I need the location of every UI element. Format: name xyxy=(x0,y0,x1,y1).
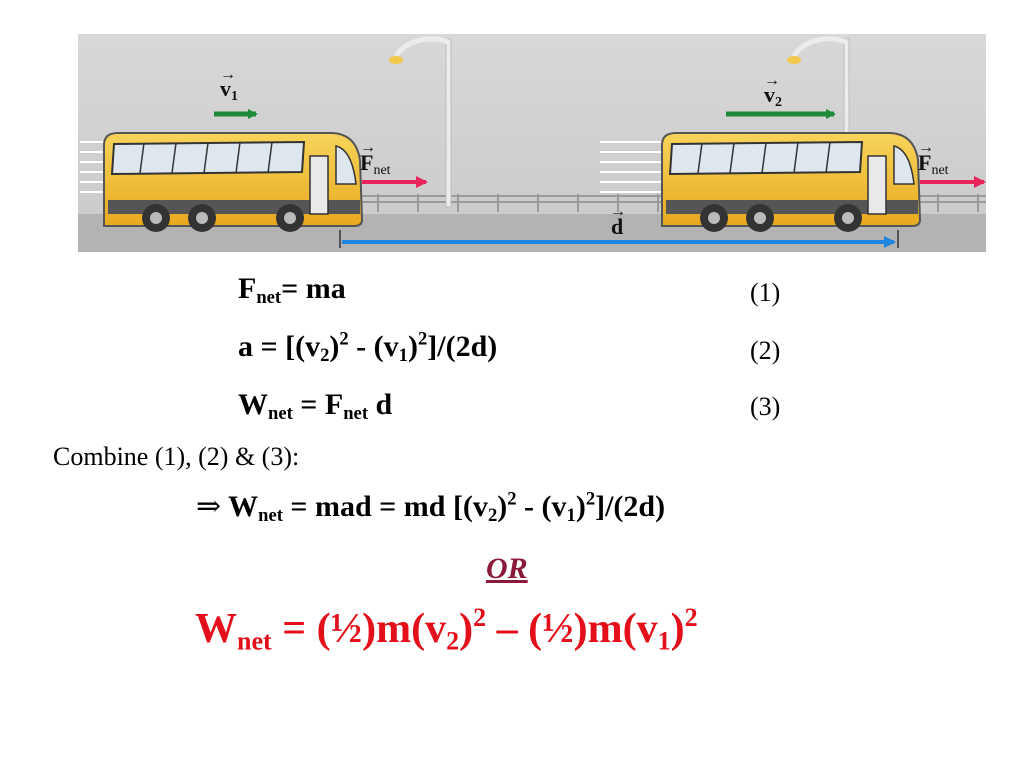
combine-instruction: Combine (1), (2) & (3): xyxy=(53,442,300,471)
work-energy-theorem-equation: Wnet = (½)m(v2)2 – (½)m(v1)2 xyxy=(195,602,698,656)
speed-lines-left xyxy=(80,141,104,193)
street-lamp-left xyxy=(389,36,452,208)
or-label: OR xyxy=(486,552,528,585)
svg-text:→: → xyxy=(610,203,626,220)
speed-lines-right xyxy=(600,141,662,193)
equation-3: Wnet = Fnet d xyxy=(238,388,393,425)
equation-2-number: (2) xyxy=(750,336,781,365)
v2-label: v2 xyxy=(764,82,782,110)
combined-result-equation: ⇒ Wnet = mad = md [(v2)2 - (v1)2]/(2d) xyxy=(196,488,666,527)
equation-3-number: (3) xyxy=(750,392,781,421)
svg-text:→: → xyxy=(764,72,780,89)
equation-2: a = [(v2)2 - (v1)2]/(2d) xyxy=(238,328,498,367)
svg-text:→: → xyxy=(918,139,934,156)
bus-right xyxy=(661,132,922,232)
equation-1-number: (1) xyxy=(750,278,781,307)
street-lamp-right xyxy=(787,36,850,205)
fnet-label-right: Fnet xyxy=(918,150,949,178)
fnet-label-left: Fnet xyxy=(360,150,391,178)
bus-left xyxy=(103,132,364,232)
implies-arrow: ⇒ xyxy=(196,490,222,523)
equation-1: Fnet= ma xyxy=(238,272,346,309)
svg-text:→: → xyxy=(360,139,376,156)
bus-physics-figure: v1 → v2 → Fnet → Fnet → d → xyxy=(78,34,986,252)
d-label: d xyxy=(611,214,623,239)
v1-label: v1 xyxy=(220,76,238,104)
svg-text:→: → xyxy=(220,66,236,83)
